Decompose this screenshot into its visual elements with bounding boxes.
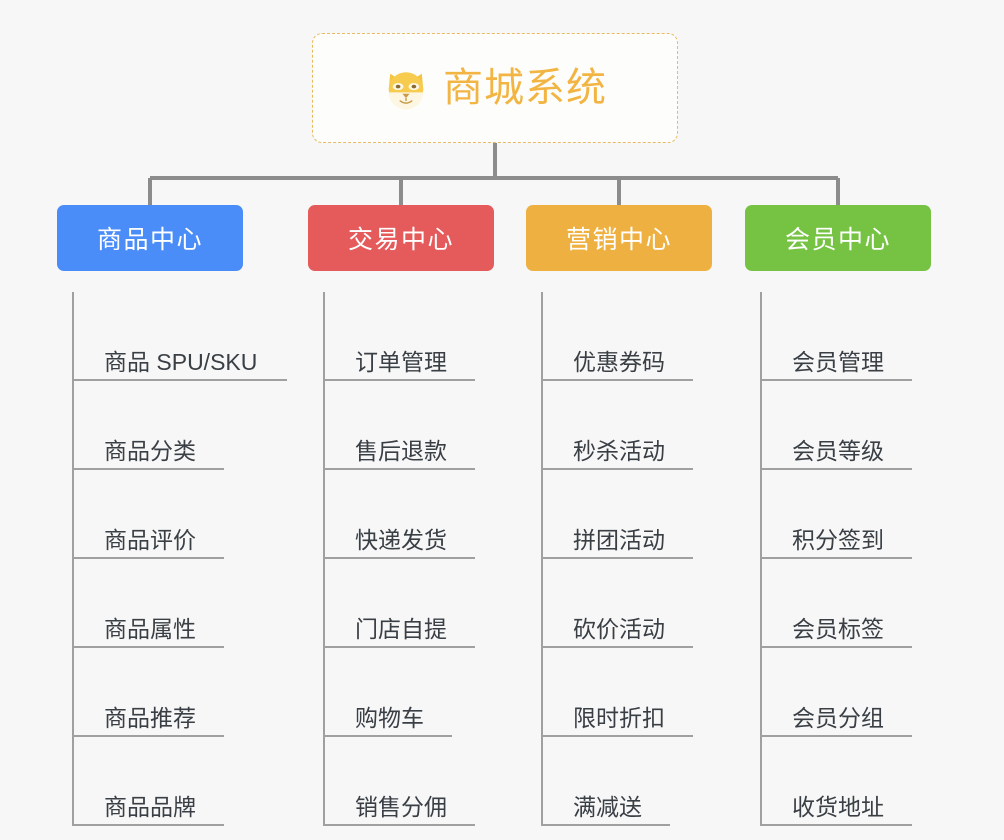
leaf-item[interactable]: 售后退款 [325, 381, 494, 470]
leaf-label: 积分签到 [792, 526, 884, 553]
leaf-item[interactable]: 商品分类 [74, 381, 243, 470]
leaf-label: 购物车 [355, 704, 424, 731]
category-header-trade[interactable]: 交易中心 [308, 205, 494, 271]
leaf-item[interactable]: 优惠券码 [543, 292, 712, 381]
leaf-underline [762, 557, 912, 559]
leaf-label: 门店自提 [355, 615, 447, 642]
leaf-item[interactable]: 满减送 [543, 737, 712, 826]
leaf-label: 会员等级 [792, 437, 884, 464]
leaf-label: 售后退款 [355, 437, 447, 464]
leaf-item[interactable]: 秒杀活动 [543, 381, 712, 470]
category-header-member[interactable]: 会员中心 [745, 205, 931, 271]
leaf-label: 商品 SPU/SKU [104, 348, 258, 375]
leaf-label: 商品属性 [104, 615, 196, 642]
leaf-label: 商品分类 [104, 437, 196, 464]
leaf-item[interactable]: 拼团活动 [543, 470, 712, 559]
leaf-label: 优惠券码 [573, 348, 665, 375]
leaf-item[interactable]: 商品评价 [74, 470, 243, 559]
leaf-list-trade: 订单管理 售后退款 快递发货 门店自提 购物车 销售分佣 [323, 292, 494, 826]
leaf-underline [543, 468, 693, 470]
branch-column-member: 会员中心 会员管理 会员等级 积分签到 会员标签 会员分组 [745, 205, 931, 826]
root-title: 商城系统 [443, 66, 607, 110]
leaf-item[interactable]: 收货地址 [762, 737, 931, 826]
leaf-item[interactable]: 限时折扣 [543, 648, 712, 737]
leaf-item[interactable]: 会员管理 [762, 292, 931, 381]
branch-column-marketing: 营销中心 优惠券码 秒杀活动 拼团活动 砍价活动 限时折扣 [526, 205, 712, 826]
leaf-label: 拼团活动 [573, 526, 665, 553]
leaf-underline [762, 646, 912, 648]
leaf-label: 砍价活动 [573, 615, 665, 642]
leaf-label: 会员标签 [792, 615, 884, 642]
category-label: 交易中心 [347, 226, 454, 254]
leaf-label: 商品品牌 [104, 793, 196, 820]
leaf-underline [74, 557, 224, 559]
leaf-item[interactable]: 商品推荐 [74, 648, 243, 737]
leaf-label: 秒杀活动 [573, 437, 665, 464]
leaf-label: 订单管理 [355, 348, 447, 375]
leaf-item[interactable]: 商品属性 [74, 559, 243, 648]
leaf-item[interactable]: 购物车 [325, 648, 494, 737]
leaf-underline [74, 824, 224, 826]
branch-column-product: 商品中心 商品 SPU/SKU 商品分类 商品评价 商品属性 商品推荐 [57, 205, 287, 826]
leaf-label: 商品推荐 [104, 704, 196, 731]
leaf-underline [74, 468, 224, 470]
leaf-list-marketing: 优惠券码 秒杀活动 拼团活动 砍价活动 限时折扣 满减送 [541, 292, 712, 826]
leaf-item[interactable]: 快递发货 [325, 470, 494, 559]
leaf-underline [74, 646, 224, 648]
leaf-item[interactable]: 商品 SPU/SKU [74, 292, 287, 381]
category-label: 营销中心 [565, 226, 672, 254]
leaf-underline [543, 646, 693, 648]
leaf-underline [325, 557, 475, 559]
leaf-list-member: 会员管理 会员等级 积分签到 会员标签 会员分组 收货地址 [760, 292, 931, 826]
leaf-label: 商品评价 [104, 526, 196, 553]
leaf-underline [543, 735, 693, 737]
leaf-underline [325, 824, 475, 826]
category-label: 商品中心 [96, 226, 203, 254]
leaf-underline [762, 468, 912, 470]
leaf-item[interactable]: 会员等级 [762, 381, 931, 470]
leaf-label: 会员管理 [792, 348, 884, 375]
leaf-underline [74, 735, 224, 737]
leaf-underline [325, 646, 475, 648]
root-node[interactable]: 商城系统 [312, 33, 678, 143]
leaf-item[interactable]: 会员标签 [762, 559, 931, 648]
leaf-label: 销售分佣 [355, 793, 447, 820]
category-header-marketing[interactable]: 营销中心 [526, 205, 712, 271]
branch-column-trade: 交易中心 订单管理 售后退款 快递发货 门店自提 购物车 [308, 205, 494, 826]
leaf-label: 限时折扣 [573, 704, 665, 731]
leaf-underline [762, 379, 912, 381]
leaf-item[interactable]: 砍价活动 [543, 559, 712, 648]
leaf-item[interactable]: 门店自提 [325, 559, 494, 648]
leaf-underline [762, 735, 912, 737]
leaf-label: 会员分组 [792, 704, 884, 731]
leaf-item[interactable]: 订单管理 [325, 292, 494, 381]
leaf-underline [762, 824, 912, 826]
leaf-underline [325, 735, 452, 737]
leaf-underline [325, 468, 475, 470]
leaf-underline [543, 824, 670, 826]
leaf-label: 满减送 [573, 793, 642, 820]
leaf-item[interactable]: 积分签到 [762, 470, 931, 559]
leaf-underline [325, 379, 475, 381]
leaf-item[interactable]: 会员分组 [762, 648, 931, 737]
shiba-dog-face-icon [388, 72, 424, 110]
category-header-product[interactable]: 商品中心 [57, 205, 243, 271]
leaf-underline [543, 379, 693, 381]
leaf-underline [543, 557, 693, 559]
category-label: 会员中心 [784, 226, 891, 254]
leaf-label: 收货地址 [792, 793, 884, 820]
leaf-label: 快递发货 [355, 526, 447, 553]
leaf-underline [74, 379, 287, 381]
leaf-item[interactable]: 销售分佣 [325, 737, 494, 826]
leaf-item[interactable]: 商品品牌 [74, 737, 243, 826]
leaf-list-product: 商品 SPU/SKU 商品分类 商品评价 商品属性 商品推荐 商品品牌 [72, 292, 287, 826]
